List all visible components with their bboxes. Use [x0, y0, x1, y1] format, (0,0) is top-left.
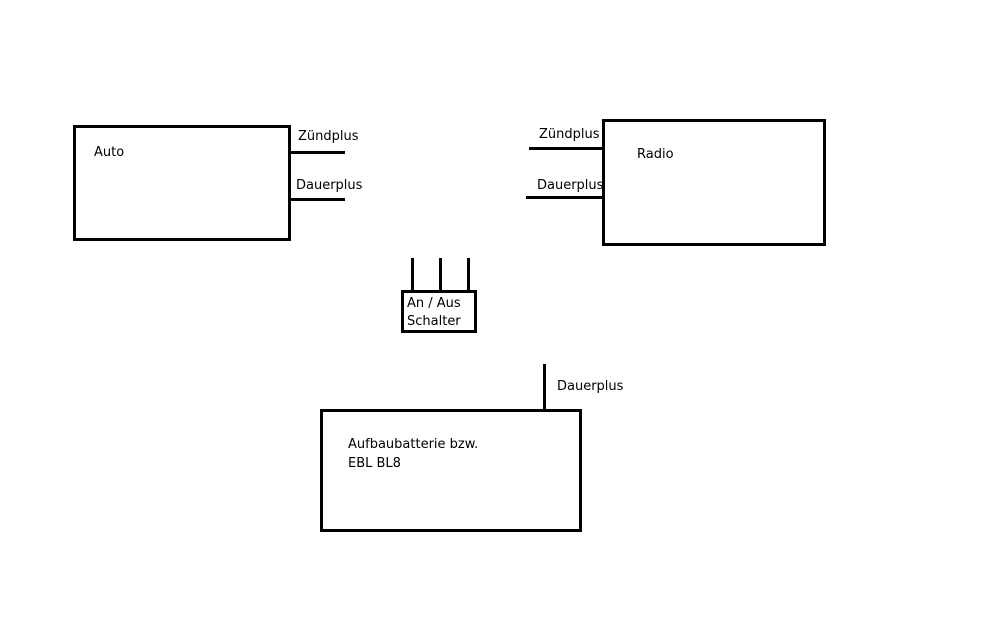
- switch-terminal-1: [411, 258, 414, 291]
- auto-zuendplus-wire: [291, 151, 345, 154]
- auto-box: Auto: [73, 125, 291, 241]
- auto-label: Auto: [94, 145, 125, 160]
- radio-label: Radio: [637, 147, 674, 162]
- radio-zuendplus-wire: [529, 147, 602, 150]
- switch-label-line1: An / Aus: [407, 296, 461, 311]
- auto-zuendplus-label: Zündplus: [298, 129, 359, 144]
- battery-box: Aufbaubatterie bzw. EBL BL8: [320, 409, 582, 532]
- battery-label-line2: EBL BL8: [348, 456, 401, 471]
- auto-dauerplus-wire: [291, 198, 345, 201]
- switch-box: An / Aus Schalter: [401, 290, 477, 333]
- radio-zuendplus-label: Zündplus: [539, 127, 600, 142]
- switch-label-line2: Schalter: [407, 314, 461, 329]
- radio-box: Radio: [602, 119, 826, 246]
- battery-label-line1: Aufbaubatterie bzw.: [348, 437, 479, 452]
- battery-dauerplus-label: Dauerplus: [557, 379, 624, 394]
- switch-terminal-2: [439, 258, 442, 291]
- auto-dauerplus-label: Dauerplus: [296, 178, 363, 193]
- battery-dauerplus-wire: [543, 364, 546, 410]
- radio-dauerplus-label: Dauerplus: [537, 178, 604, 193]
- switch-terminal-3: [467, 258, 470, 291]
- radio-dauerplus-wire: [526, 196, 602, 199]
